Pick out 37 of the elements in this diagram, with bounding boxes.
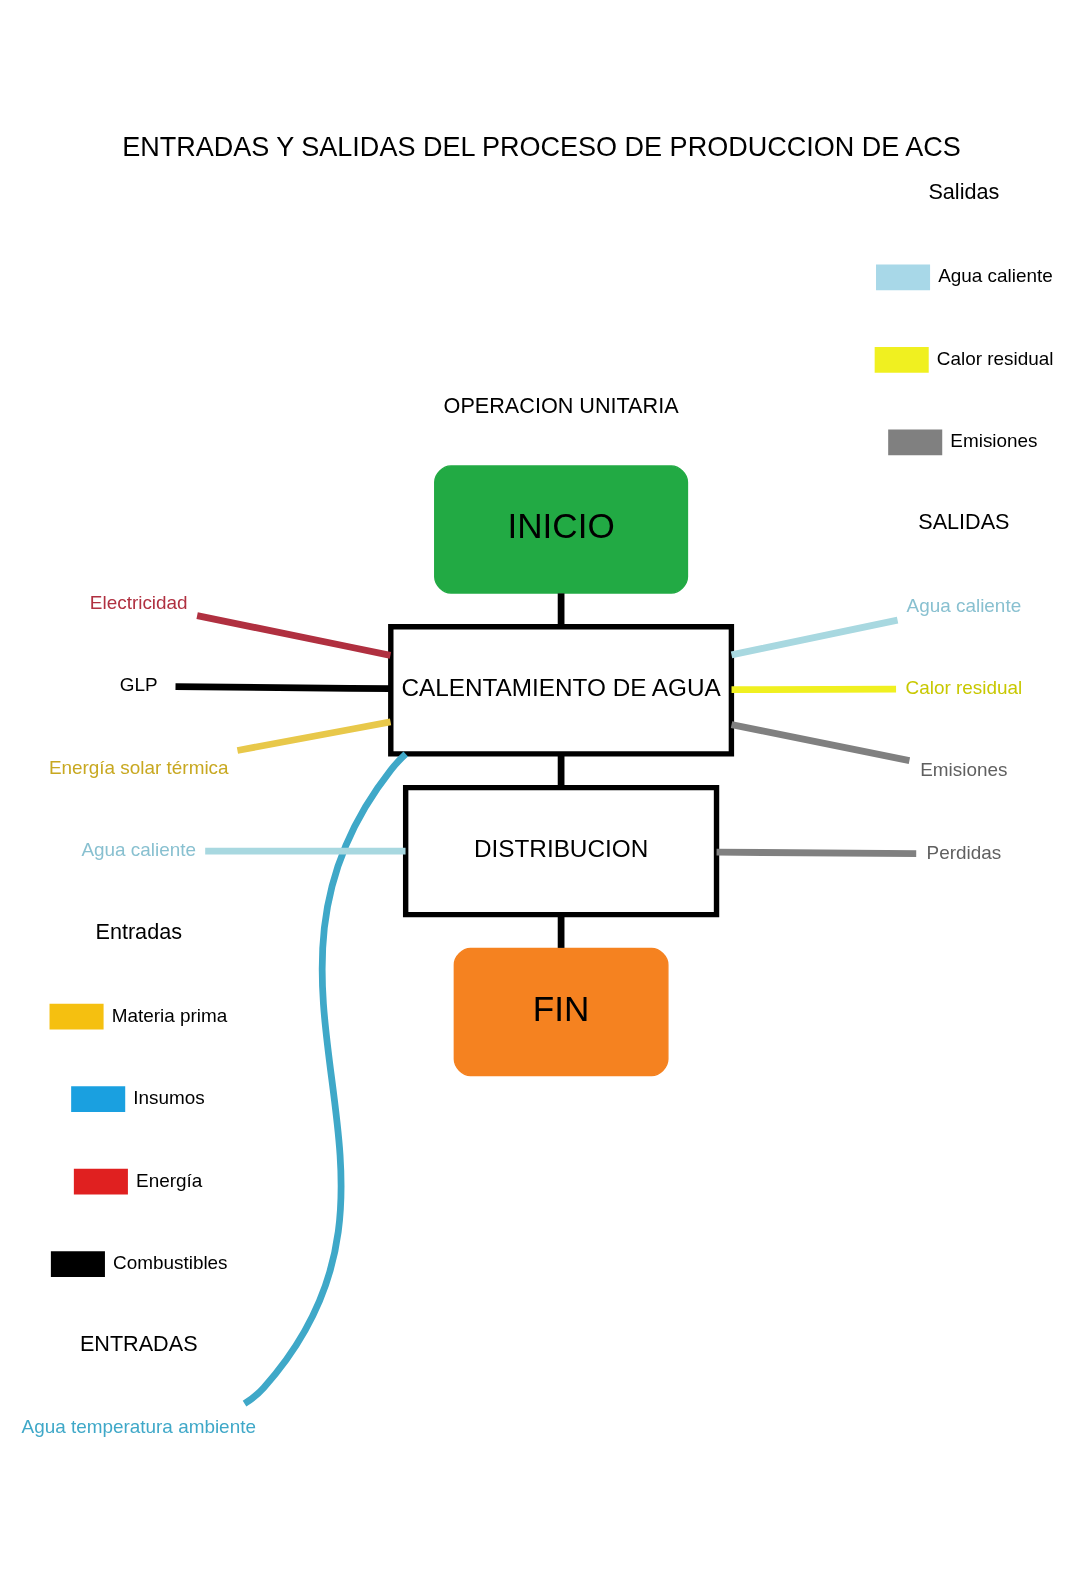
node-text: Agua caliente bbox=[906, 594, 1022, 616]
connector bbox=[557, 593, 565, 627]
connector bbox=[175, 683, 391, 693]
node-text: GLP bbox=[119, 674, 158, 696]
diagram-title: ENTRADAS Y SALIDAS DEL PROCESO DE PRODUCCION DE ACS bbox=[122, 132, 961, 163]
node-text: Calor residual bbox=[905, 676, 1023, 698]
label: OPERACION UNITARIA bbox=[443, 392, 679, 418]
node-box: INICIO bbox=[434, 465, 689, 594]
legend-label: Materia prima bbox=[111, 1004, 228, 1026]
node-text: Agua temperatura ambiente bbox=[21, 1416, 256, 1438]
node-text: Agua caliente bbox=[81, 839, 197, 861]
legend-label: Energía bbox=[136, 1169, 203, 1191]
node-text: Energía solar térmica bbox=[48, 756, 229, 778]
node-text: Electricidad bbox=[89, 591, 188, 613]
node-box: DISTRIBUCION bbox=[402, 784, 720, 918]
connector bbox=[236, 718, 392, 754]
label: ENTRADAS bbox=[79, 1330, 198, 1356]
node-box: FIN bbox=[453, 947, 669, 1077]
legend-label: Agua caliente bbox=[938, 265, 1053, 287]
connector bbox=[557, 915, 565, 948]
connector bbox=[731, 685, 897, 694]
node-box: CALENTAMIENTO DE AGUA bbox=[388, 624, 735, 757]
legend-label: Emisiones bbox=[950, 430, 1038, 452]
connector bbox=[196, 612, 392, 659]
connector bbox=[716, 848, 917, 857]
label: Entradas bbox=[95, 918, 182, 944]
label: Salidas bbox=[928, 179, 1000, 205]
legend-label: Combustibles bbox=[113, 1252, 228, 1274]
node-text: Perdidas bbox=[926, 841, 1002, 863]
label: SALIDAS bbox=[918, 509, 1010, 535]
connector bbox=[730, 721, 911, 764]
legend-label: Calor residual bbox=[936, 347, 1054, 369]
connector bbox=[557, 754, 565, 788]
legend-label: Insumos bbox=[133, 1087, 205, 1109]
node-text: Emisiones bbox=[920, 759, 1008, 781]
connector bbox=[242, 751, 409, 1407]
connector bbox=[730, 616, 899, 659]
